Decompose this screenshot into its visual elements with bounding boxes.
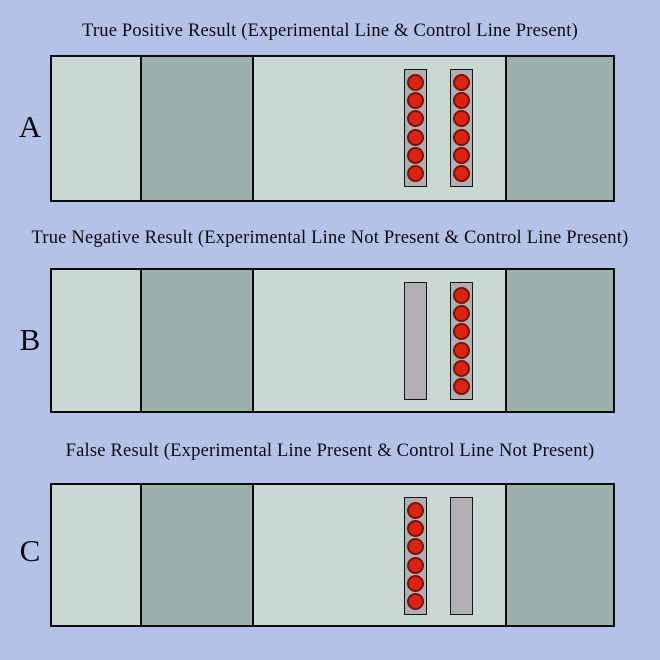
panel-c-title: False Result (Experimental Line Present …	[65, 441, 595, 461]
result-dot	[407, 538, 424, 556]
result-dot	[407, 574, 424, 592]
experimental-line	[404, 282, 427, 400]
absorbent-pad	[505, 485, 613, 625]
result-dot	[453, 74, 470, 91]
result-dot	[453, 146, 470, 164]
sample-pad	[52, 485, 140, 625]
test-strip-a	[50, 55, 615, 202]
result-dot	[407, 92, 424, 110]
conjugate-pad	[140, 57, 252, 200]
membrane	[252, 270, 505, 411]
experimental-line	[404, 497, 427, 615]
control-line	[450, 497, 473, 615]
absorbent-pad	[505, 57, 613, 200]
panel-b-title: True Negative Result (Experimental Line …	[31, 228, 629, 248]
result-dot	[453, 287, 470, 304]
result-dot	[453, 305, 470, 323]
result-dot	[407, 146, 424, 164]
result-dot	[407, 520, 424, 538]
membrane	[252, 485, 505, 625]
result-dot	[407, 128, 424, 146]
test-strip-b	[50, 268, 615, 413]
experimental-line	[404, 69, 427, 187]
result-dot	[407, 502, 424, 519]
result-dot	[407, 74, 424, 91]
result-dot	[453, 92, 470, 110]
sample-pad	[52, 270, 140, 411]
conjugate-pad	[140, 270, 252, 411]
result-dot	[453, 341, 470, 359]
result-dot	[453, 323, 470, 341]
membrane	[252, 57, 505, 200]
result-dot	[407, 592, 424, 610]
conjugate-pad	[140, 485, 252, 625]
control-line	[450, 69, 473, 187]
result-dot	[453, 110, 470, 128]
result-dot	[453, 377, 470, 395]
result-dot	[407, 164, 424, 182]
result-dot	[407, 110, 424, 128]
test-strip-c	[50, 483, 615, 627]
panel-c-letter: C	[19, 533, 41, 568]
absorbent-pad	[505, 270, 613, 411]
control-line	[450, 282, 473, 400]
sample-pad	[52, 57, 140, 200]
result-dot	[453, 128, 470, 146]
panel-a-letter: A	[18, 109, 42, 144]
panel-b-letter: B	[19, 322, 41, 357]
result-dot	[453, 359, 470, 377]
result-dot	[407, 556, 424, 574]
result-dot	[453, 164, 470, 182]
panel-a-title: True Positive Result (Experimental Line …	[82, 21, 578, 41]
